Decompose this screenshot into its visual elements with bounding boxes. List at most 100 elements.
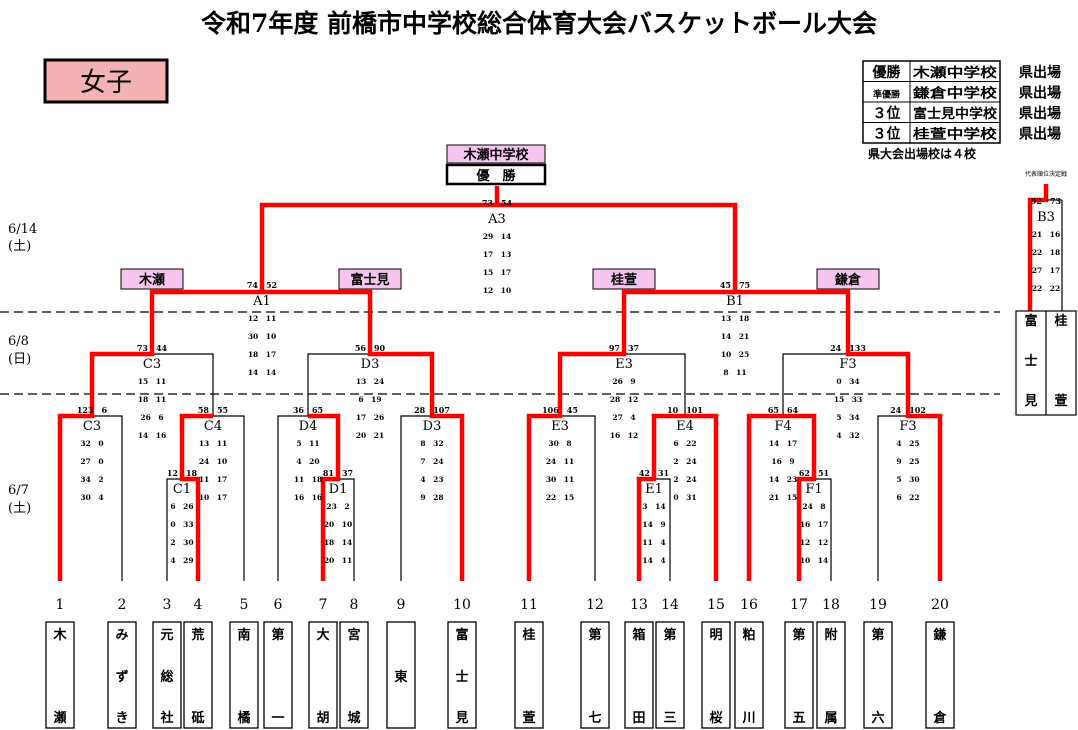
team-number: 8 <box>350 597 359 613</box>
quarter-score: 11 17 <box>199 475 227 484</box>
team-name-char: み <box>115 628 128 643</box>
match-id: C3 <box>83 419 101 434</box>
team-number: 14 <box>661 597 679 613</box>
match-id: A3 <box>487 212 506 227</box>
team-name-char: 鎌 <box>932 627 946 643</box>
team-number: 12 <box>586 597 604 613</box>
champion-label: 優 勝 <box>475 168 516 184</box>
quarter-score: 18 17 <box>248 350 276 359</box>
quarter-score: 14 16 <box>138 431 166 440</box>
team-name-char: 倉 <box>932 710 947 726</box>
quarter-score: 30 4 <box>80 493 103 502</box>
rep-school-char: 士 <box>1024 353 1037 369</box>
team-name-box <box>701 621 731 729</box>
match-id: B1 <box>726 294 744 309</box>
results-note: 県大会出場校は４校 <box>868 146 977 161</box>
rep-title: 代表順位決定戦 <box>1025 170 1067 178</box>
match-id: F4 <box>774 419 791 434</box>
quarter-score: 4 29 <box>170 556 193 565</box>
team-name-char: 荒 <box>190 627 204 643</box>
rep-school-char: 富 <box>1024 313 1037 329</box>
quarter-score: 4 20 <box>296 457 319 466</box>
team-name-box <box>784 621 814 729</box>
match-id: B3 <box>1037 210 1055 225</box>
quarter-score: 21 15 <box>769 493 797 502</box>
team-name-box <box>734 621 764 729</box>
quarter-score: 30 11 <box>546 475 574 484</box>
quarter-score: 10 14 <box>800 556 828 565</box>
quarter-score: 8 11 <box>723 368 746 377</box>
quarter-score: 3 14 <box>642 502 665 511</box>
match-id: F3 <box>839 357 856 372</box>
result-note: 県出場 <box>1019 85 1061 102</box>
match-id: C3 <box>143 357 161 372</box>
quarter-score: 14 4 <box>642 556 665 565</box>
team-name-char: 瀬 <box>53 710 66 726</box>
results-table: 優勝木瀬中学校県出場準優勝鎌倉中学校県出場３位富士見中学校県出場３位桂萱中学校県… <box>862 60 1061 161</box>
quarter-score: 22 22 <box>1032 284 1060 293</box>
quarter-score: 21 16 <box>1032 230 1060 239</box>
day-round1: (土) <box>8 501 31 516</box>
quarter-score: 27 0 <box>80 457 103 466</box>
team-number: 7 <box>319 597 328 613</box>
team-name-char: 宮 <box>347 627 360 643</box>
team-number: 6 <box>274 597 283 613</box>
quarter-score: 6 22 <box>673 439 696 448</box>
quarter-score: 15 17 <box>483 268 511 277</box>
quarter-score: 11 4 <box>642 538 665 547</box>
team-entry: 1木瀬 <box>45 597 75 729</box>
team-number: 16 <box>740 597 758 613</box>
team-number: 1 <box>56 597 65 613</box>
quarter-score: 6 22 <box>896 493 919 502</box>
quarter-score: 24 8 <box>802 502 825 511</box>
match-id: C4 <box>204 419 222 434</box>
team-name-char: 第 <box>871 627 884 643</box>
team-name-char: 富 <box>455 627 468 643</box>
team-name-box <box>925 621 955 729</box>
team-name-char: 社 <box>159 710 173 726</box>
team-name-char: 東 <box>394 669 407 685</box>
team-name-char: 胡 <box>316 710 329 726</box>
team-name-box <box>580 621 610 729</box>
team-name-char: 属 <box>824 711 837 726</box>
match-id: E1 <box>645 482 663 497</box>
match-score: 123 6 <box>77 405 108 415</box>
team-name-char: 六 <box>871 710 884 726</box>
quarter-score: 27 4 <box>612 413 635 422</box>
quarter-score: 28 12 <box>610 395 638 404</box>
quarter-score: 2 24 <box>673 475 696 484</box>
match-id: D3 <box>423 419 442 434</box>
match-score: 74 52 <box>247 280 277 290</box>
team-name-box <box>152 621 182 729</box>
match-score: 28 107 <box>414 405 450 415</box>
quarter-score: 7 24 <box>420 457 443 466</box>
match-score: 97 37 <box>609 343 639 353</box>
result-note: 県出場 <box>1019 105 1061 122</box>
match-score: 45 75 <box>720 280 750 290</box>
division-label: 女子 <box>80 68 132 98</box>
quarter-score: 22 18 <box>1032 248 1060 257</box>
team-name-box <box>863 621 893 729</box>
rep-school-char: 見 <box>1023 394 1037 409</box>
team-name-char: 士 <box>455 669 468 685</box>
quarter-score: 15 11 <box>138 377 166 386</box>
result-school: 富士見中学校 <box>913 106 998 122</box>
rep-school-char: 萱 <box>1054 393 1067 409</box>
team-name-char: 大 <box>316 627 329 643</box>
quarter-score: 8 32 <box>420 439 443 448</box>
quarter-score: 2 24 <box>673 457 696 466</box>
team-name-char: 第 <box>792 627 805 643</box>
quarter-score: 5 34 <box>836 413 859 422</box>
quarter-score: 14 9 <box>642 520 665 529</box>
team-name-char: 南 <box>237 627 250 643</box>
team-name-char: 附 <box>824 627 837 643</box>
quarter-score: 18 14 <box>324 538 352 547</box>
